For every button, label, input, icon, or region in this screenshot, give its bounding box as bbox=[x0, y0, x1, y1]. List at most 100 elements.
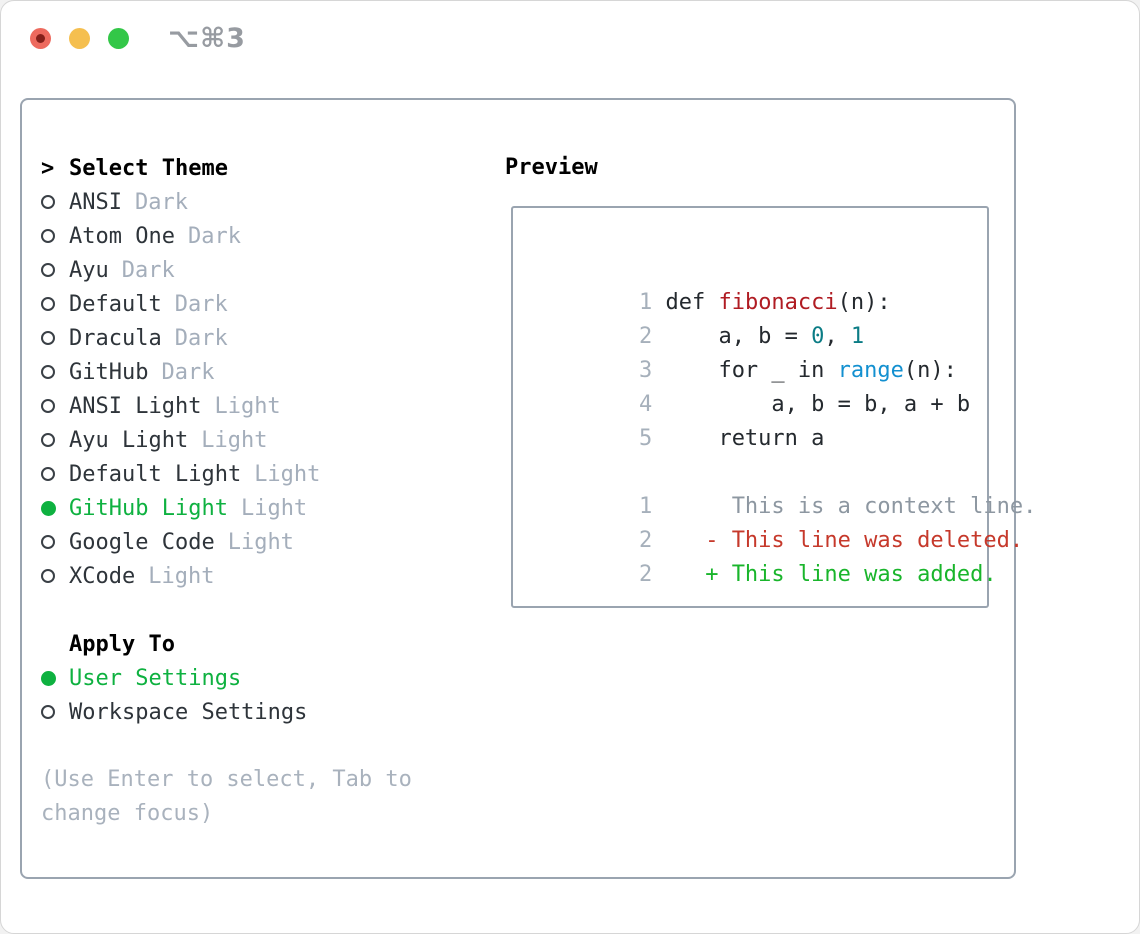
diff-added-line: 2 + This line was added. bbox=[533, 524, 997, 587]
radio-selected-icon bbox=[41, 500, 56, 516]
theme-option-xcode[interactable]: XCode Light bbox=[41, 559, 412, 593]
hint-line-2: change focus) bbox=[41, 801, 214, 826]
hint-line-1: (Use Enter to select, Tab to bbox=[41, 767, 412, 792]
keyboard-hint: (Use Enter to select, Tab to change focu… bbox=[41, 763, 412, 831]
theme-variant: Light bbox=[227, 529, 294, 555]
line-number: 5 bbox=[638, 426, 653, 451]
theme-selector-panel: > Select Theme ANSI Dark Atom One Dark A… bbox=[20, 98, 1036, 879]
apply-option-workspace-settings[interactable]: Workspace Settings bbox=[41, 695, 412, 729]
theme-variant: Dark bbox=[121, 257, 175, 283]
radio-icon bbox=[41, 263, 55, 277]
apply-option-user-settings[interactable]: User Settings bbox=[41, 661, 412, 695]
radio-icon bbox=[41, 331, 55, 345]
theme-option-ayu-light[interactable]: Ayu Light Light bbox=[41, 423, 412, 457]
code-line: 2 a, b = 0, 1 bbox=[533, 286, 987, 349]
code-token: (n): bbox=[837, 290, 891, 315]
code-token: range bbox=[837, 358, 904, 383]
theme-option-default-dark[interactable]: Default Dark bbox=[41, 287, 412, 321]
preview-box: 1 def fibonacci(n): 2 a, b = 0, 1 3 for … bbox=[511, 206, 1036, 608]
theme-variant: Dark bbox=[187, 223, 241, 249]
radio-icon bbox=[41, 705, 55, 719]
select-theme-header: > Select Theme bbox=[41, 151, 412, 185]
theme-option-ansi-light[interactable]: ANSI Light Light bbox=[41, 389, 412, 423]
diff-context-line: 1 This is a context line. bbox=[533, 456, 1036, 519]
theme-variant: Dark bbox=[174, 291, 228, 317]
zoom-button[interactable] bbox=[108, 28, 129, 49]
radio-icon bbox=[41, 535, 55, 549]
radio-icon bbox=[41, 569, 55, 583]
theme-variant: Light bbox=[148, 563, 215, 589]
code-token: a, b = bbox=[652, 324, 812, 349]
theme-option-github-light[interactable]: GitHub Light Light bbox=[41, 491, 412, 525]
code-token: return a bbox=[652, 426, 825, 451]
theme-variant: Dark bbox=[134, 189, 188, 215]
line-number: 2 bbox=[638, 324, 653, 349]
line-number: 1 bbox=[638, 494, 653, 519]
code-line: 1 def fibonacci(n): bbox=[533, 252, 987, 315]
apply-option-label: Workspace Settings bbox=[69, 699, 308, 725]
theme-name: Ayu bbox=[69, 257, 109, 283]
radio-selected-icon bbox=[41, 670, 56, 686]
line-number: 2 bbox=[638, 562, 653, 587]
theme-option-google-code[interactable]: Google Code Light bbox=[41, 525, 412, 559]
theme-name: XCode bbox=[69, 563, 136, 589]
apply-to-header: Apply To bbox=[41, 627, 412, 661]
diff-context-text: This is a context line. bbox=[652, 494, 1037, 519]
radio-icon bbox=[41, 195, 55, 209]
apply-to-label: Apply To bbox=[69, 631, 175, 657]
theme-option-ayu-dark[interactable]: Ayu Dark bbox=[41, 253, 412, 287]
code-token: , bbox=[824, 324, 851, 349]
line-number: 4 bbox=[638, 392, 653, 417]
theme-name: Default bbox=[69, 291, 162, 317]
apply-to-section: Apply To User Settings Workspace Setting… bbox=[41, 627, 412, 729]
theme-name: Dracula bbox=[69, 325, 162, 351]
theme-variant: Dark bbox=[161, 359, 215, 385]
minimize-button[interactable] bbox=[69, 28, 90, 49]
theme-option-github-dark[interactable]: GitHub Dark bbox=[41, 355, 412, 389]
theme-variant: Light bbox=[240, 495, 308, 521]
theme-name: ANSI bbox=[69, 189, 122, 215]
apply-option-label: User Settings bbox=[69, 665, 242, 691]
theme-option-atom-one-dark[interactable]: Atom One Dark bbox=[41, 219, 412, 253]
select-theme-label: Select Theme bbox=[69, 155, 228, 181]
radio-icon bbox=[41, 365, 55, 379]
code-token: 1 bbox=[850, 324, 865, 349]
code-token: 0 bbox=[811, 324, 825, 349]
theme-variant: Light bbox=[214, 393, 281, 419]
line-number: 1 bbox=[638, 290, 653, 315]
preview-label: Preview bbox=[505, 155, 598, 180]
theme-variant: Light bbox=[201, 427, 268, 453]
line-number: 3 bbox=[638, 358, 653, 383]
theme-name: GitHub Light bbox=[69, 495, 228, 521]
radio-icon bbox=[41, 229, 55, 243]
radio-icon bbox=[41, 297, 55, 311]
theme-name: ANSI Light bbox=[69, 393, 202, 419]
theme-variant: Dark bbox=[174, 325, 228, 351]
code-token: a, b = b, a + b bbox=[652, 392, 971, 417]
diff-deleted-text: - This line was deleted. bbox=[652, 528, 1024, 553]
radio-icon bbox=[41, 433, 55, 447]
theme-name: Google Code bbox=[69, 529, 215, 555]
theme-name: GitHub bbox=[69, 359, 149, 385]
theme-option-dracula-dark[interactable]: Dracula Dark bbox=[41, 321, 412, 355]
theme-option-default-light[interactable]: Default Light Light bbox=[41, 457, 412, 491]
radio-icon bbox=[41, 467, 55, 481]
code-token: fibonacci bbox=[718, 290, 838, 315]
prompt-icon: > bbox=[41, 155, 55, 181]
code-token: def bbox=[652, 290, 719, 315]
theme-name: Atom One bbox=[69, 223, 175, 249]
code-line: 5 return a bbox=[533, 388, 987, 451]
code-line: 4 a, b = b, a + b bbox=[533, 354, 987, 417]
window-title: ⌥⌘3 bbox=[168, 23, 246, 54]
diff-added-text: + This line was added. bbox=[652, 562, 997, 587]
theme-option-ansi-dark[interactable]: ANSI Dark bbox=[41, 185, 412, 219]
close-button[interactable] bbox=[30, 28, 51, 49]
code-line: 3 for _ in range(n): bbox=[533, 320, 987, 383]
theme-name: Default Light bbox=[69, 461, 242, 487]
theme-list: > Select Theme ANSI Dark Atom One Dark A… bbox=[41, 151, 412, 831]
line-number: 2 bbox=[638, 528, 653, 553]
theme-name: Ayu Light bbox=[69, 427, 189, 453]
diff-deleted-line: 2 - This line was deleted. bbox=[533, 490, 1023, 553]
theme-variant: Light bbox=[254, 461, 321, 487]
